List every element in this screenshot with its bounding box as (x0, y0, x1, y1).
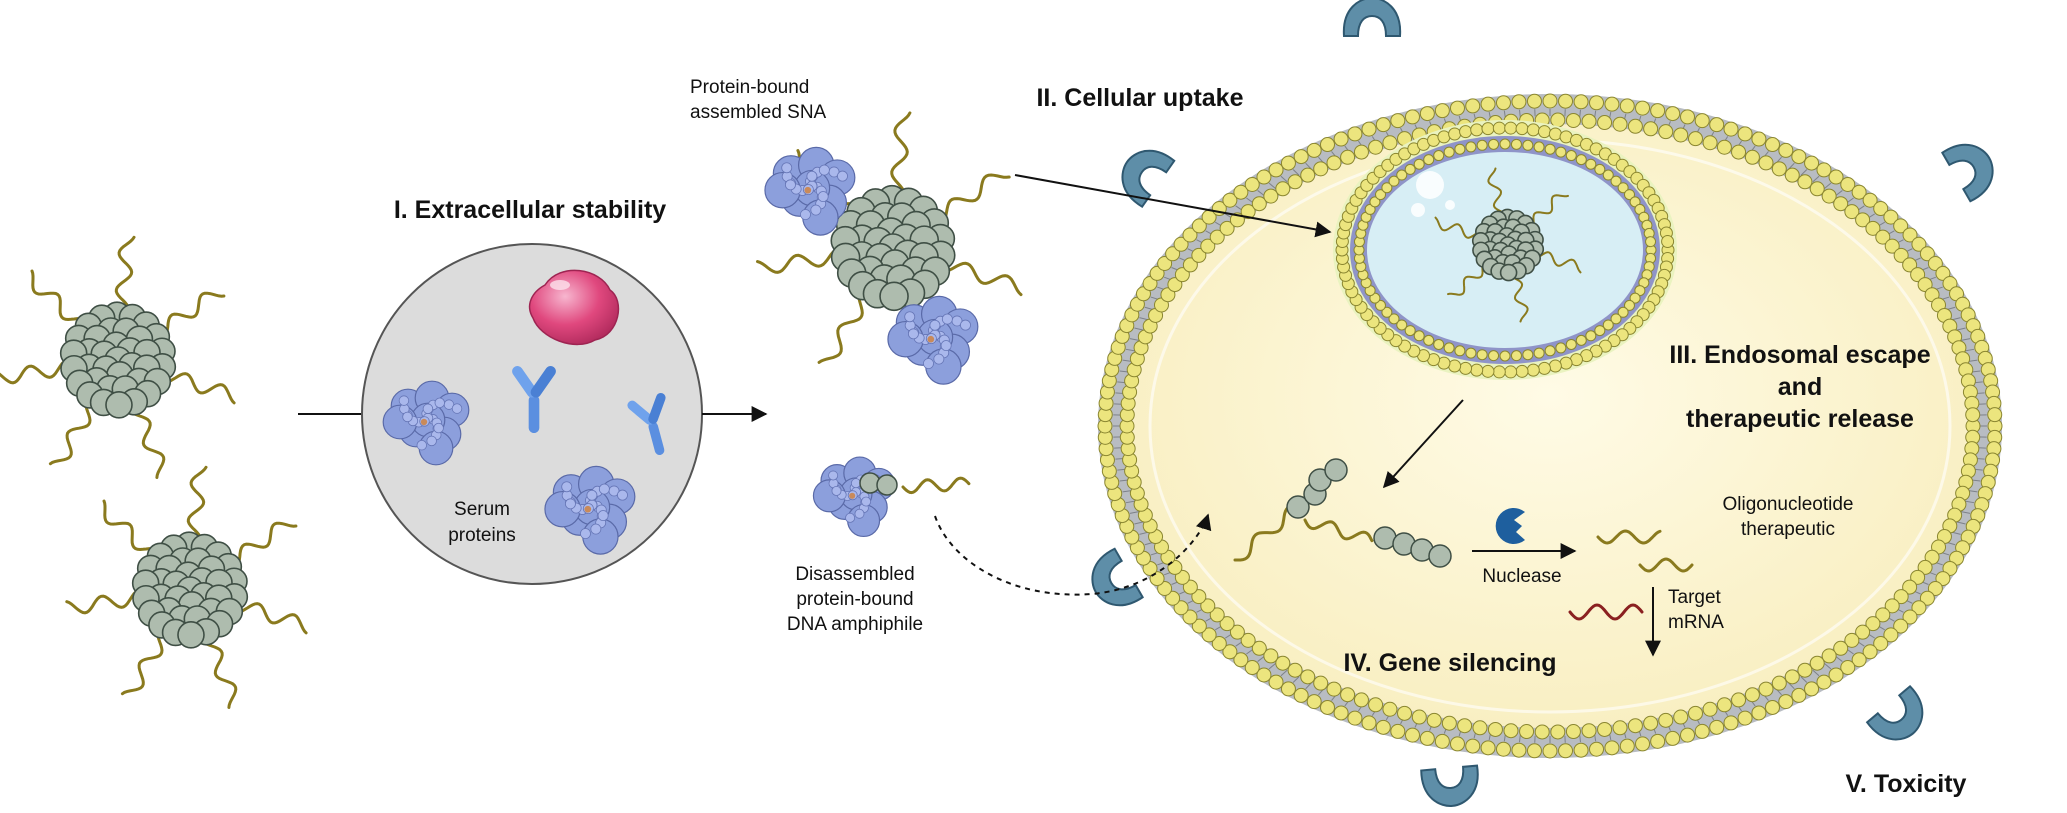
oligonucleotide-therapeutic (1596, 529, 1694, 573)
stage-2-title: II. Cellular uptake (1036, 84, 1243, 112)
serum-protein-icon (382, 380, 470, 466)
disassembled-label-1: Disassembled (795, 564, 914, 585)
stage-1-title: I. Extracellular stability (394, 196, 666, 224)
nuclease-icon (1495, 508, 1525, 544)
disassembled-label-2: protein-bound (796, 589, 913, 610)
serum-label-1: Serum (454, 499, 510, 520)
oligo-label-1: Oligonucleotide (1723, 494, 1854, 515)
receptor-icons (1091, 0, 1994, 807)
sna-particle (0, 235, 236, 479)
serum-protein-icon (887, 295, 979, 385)
stage-4-title: IV. Gene silencing (1343, 649, 1556, 677)
antibody-icon (627, 392, 666, 456)
stage-5-title: V. Toxicity (1846, 770, 1967, 798)
red-blood-cell-icon (528, 269, 620, 346)
serum-environment: Serum proteins (361, 243, 703, 585)
serum-protein-icon (764, 146, 856, 236)
cell-membrane-outer (1097, 93, 2003, 759)
sna-particle (65, 465, 308, 709)
stage-3-title-2: and (1778, 373, 1822, 401)
stage-3-title-3: therapeutic release (1686, 405, 1914, 433)
disassembled-label-3: DNA amphiphile (787, 614, 923, 635)
oligo-label-2: therapeutic (1741, 519, 1835, 540)
stage-3-title-1: III. Endosomal escape (1669, 341, 1930, 369)
mrna-strand (1568, 603, 1644, 621)
serum-protein-icon (544, 465, 636, 555)
sna-particle (1434, 167, 1582, 323)
released-oligonucleotide (1233, 458, 1348, 562)
cell (1097, 93, 2003, 759)
target-label-1: Target (1668, 587, 1722, 608)
serum-protein-icon (812, 456, 896, 538)
released-oligonucleotide (1303, 518, 1452, 568)
escape-arrow (1382, 399, 1464, 489)
uptake-arrow (1014, 174, 1332, 238)
protein-bound-sna (756, 111, 1023, 379)
nuclease-label: Nuclease (1482, 566, 1561, 587)
cell-membrane-inner (1119, 112, 1981, 740)
endosome-membrane (1335, 121, 1675, 379)
amphiphile-insertion-arrow (934, 513, 1212, 596)
protein-sna-label-1: Protein-bound (690, 77, 809, 98)
endosome-membrane (1353, 138, 1657, 362)
antibody-icon (512, 366, 556, 433)
serum-label-2: proteins (448, 525, 516, 546)
endosome (1333, 120, 1677, 380)
protein-sna-label-2: assembled SNA (690, 102, 827, 123)
dna-amphiphile (859, 472, 971, 496)
target-label-2: mRNA (1668, 612, 1724, 633)
